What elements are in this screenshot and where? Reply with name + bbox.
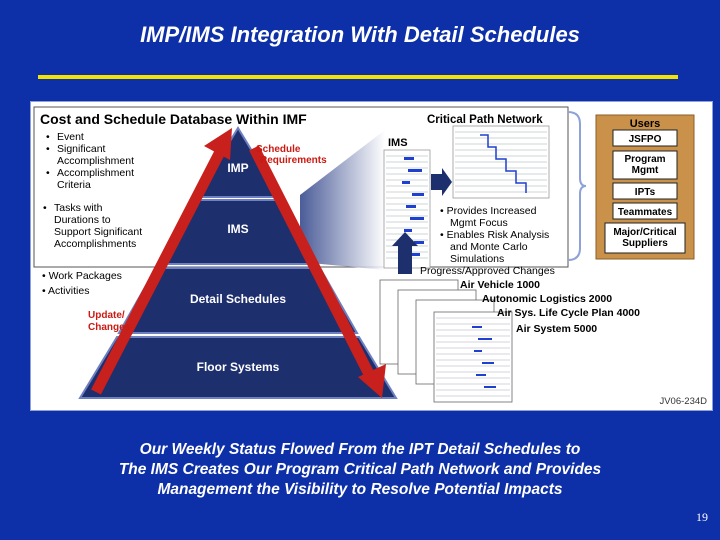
benefit-text: • Enables Risk Analysis bbox=[440, 229, 549, 241]
schedule-requirements-label: Requirements bbox=[260, 155, 327, 166]
schedule-label: Air Sys. Life Cycle Plan 4000 bbox=[497, 307, 640, 319]
document-id: JV06-234D bbox=[659, 396, 707, 407]
schedule-label: Air System 5000 bbox=[516, 323, 597, 335]
slide-caption: Our Weekly Status Flowed From the IPT De… bbox=[0, 440, 720, 500]
ims-chart-label: IMS bbox=[388, 137, 408, 149]
pyramid: IMP IMS Detail Schedules Floor Systems bbox=[78, 126, 398, 399]
user-label: IPTs bbox=[635, 187, 656, 198]
bullet-marker: • bbox=[46, 143, 50, 155]
page-number: 19 bbox=[696, 510, 708, 524]
schedule-requirements-label: Schedule bbox=[256, 144, 301, 155]
bullet-marker: • bbox=[43, 202, 47, 214]
lower-bullet: • Work Packages bbox=[42, 270, 122, 282]
user-label: Teammates bbox=[618, 207, 673, 218]
critical-path-rows bbox=[455, 131, 547, 193]
brace-icon bbox=[567, 111, 587, 261]
pyramid-level-detail bbox=[117, 267, 359, 334]
caption-line: The IMS Creates Our Program Critical Pat… bbox=[118, 461, 602, 478]
db-task: Accomplishments bbox=[54, 238, 136, 250]
database-heading: Cost and Schedule Database Within IMF bbox=[40, 111, 307, 127]
user-card bbox=[612, 182, 678, 200]
schedule-sheet bbox=[433, 311, 513, 403]
pyramid-level-floor bbox=[78, 336, 398, 399]
update-changes-label: Update/ bbox=[88, 310, 125, 321]
db-bullet: Accomplishment bbox=[57, 155, 134, 167]
user-card bbox=[612, 129, 678, 147]
caption-line: Our Weekly Status Flowed From the IPT De… bbox=[139, 441, 581, 458]
user-label: JSFPO bbox=[629, 134, 662, 145]
update-arrow-shaft bbox=[91, 145, 227, 395]
arrow-up-head-icon bbox=[204, 128, 232, 160]
user-card bbox=[612, 150, 678, 180]
schedule-label: Autonomic Logistics 2000 bbox=[482, 293, 612, 305]
caption-line: Management the Visibility to Resolve Pot… bbox=[157, 481, 563, 498]
db-bullet: Criteria bbox=[57, 179, 91, 191]
db-task: Durations to bbox=[54, 214, 111, 226]
db-task: Tasks with bbox=[54, 202, 103, 214]
schedule-label: Air Vehicle 1000 bbox=[460, 279, 540, 291]
arrow-right-icon bbox=[431, 168, 452, 196]
benefit-text: Mgmt Focus bbox=[450, 217, 508, 229]
ims-chart-bars bbox=[402, 157, 424, 256]
user-card bbox=[612, 202, 678, 220]
db-task: Support Significant bbox=[54, 226, 142, 238]
pyramid-label-imp: IMP bbox=[227, 161, 248, 175]
db-bullet: Event bbox=[57, 131, 84, 143]
benefit-text: and Monte Carlo bbox=[450, 241, 528, 253]
flow-arrows bbox=[91, 128, 386, 398]
schedule-arrow-shaft bbox=[249, 145, 375, 379]
title-underline bbox=[38, 75, 678, 79]
db-bullet: Accomplishment bbox=[57, 167, 134, 179]
slide-title: IMP/IMS Integration With Detail Schedule… bbox=[140, 22, 580, 47]
benefit-text: Simulations bbox=[450, 253, 504, 265]
pyramid-label-ims: IMS bbox=[227, 222, 248, 236]
bullet-marker: • bbox=[46, 131, 50, 143]
benefit-text: • Provides Increased bbox=[440, 205, 537, 217]
pyramid-label-detail: Detail Schedules bbox=[190, 292, 286, 306]
db-bullet: Significant bbox=[57, 143, 106, 155]
arrow-up-icon bbox=[392, 232, 418, 274]
update-changes-label: Changes bbox=[88, 322, 131, 333]
users-heading: Users bbox=[630, 118, 661, 130]
critical-path-heading: Critical Path Network bbox=[427, 114, 543, 126]
critical-path-line bbox=[480, 134, 527, 193]
projection-fan bbox=[300, 130, 385, 270]
pyramid-label-floor: Floor Systems bbox=[197, 360, 280, 374]
detail-schedule-stack bbox=[379, 279, 513, 403]
progress-label: Progress/Approved Changes bbox=[420, 265, 555, 277]
lower-bullet: • Activities bbox=[42, 285, 89, 297]
bullet-marker: • bbox=[46, 167, 50, 179]
arrow-down-head-icon bbox=[358, 364, 386, 398]
user-card bbox=[604, 222, 686, 254]
